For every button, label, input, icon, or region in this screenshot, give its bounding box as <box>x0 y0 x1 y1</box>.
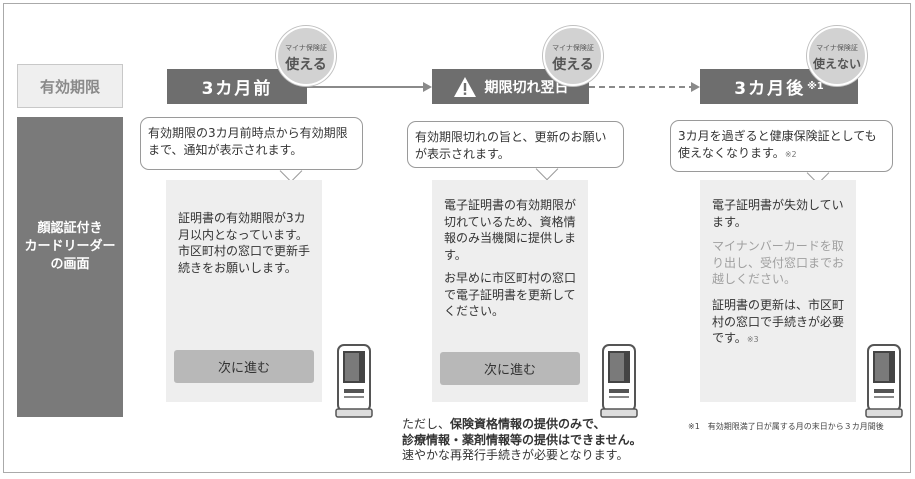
warning-triangle-icon <box>453 76 476 97</box>
screen-message-3c: 証明書の更新は、市区町村の窓口で手続きが必要です。※3 <box>712 298 845 345</box>
reader-screen-2: 電子証明書の有効期限が切れているため、資格情報のみ当機関に提供します。 お早めに… <box>432 180 588 402</box>
card-reader-device-icon <box>335 344 373 418</box>
card-reader-device-icon <box>600 344 638 418</box>
badge-usable-1: マイナ保険証 使える <box>276 26 336 86</box>
speech-bubble-2: 有効期限切れの旨と、更新のお願いが表示されます。 <box>407 121 624 168</box>
speech-bubble-3: 3カ月を過ぎると健康保険証としても使えなくなります。※2 <box>670 120 893 172</box>
badge-not-usable: マイナ保険証 使えない <box>807 26 867 86</box>
screen-message-3a: 電子証明書が失効しています。 <box>712 198 844 229</box>
bottom-note: ただし、保険資格情報の提供のみで、 診療情報・薬剤情報等の提供はできません。 速… <box>402 417 642 462</box>
row-label-validity: 有効期限 <box>17 64 123 108</box>
badge-usable-2: マイナ保険証 使える <box>543 26 603 86</box>
footnote: ※1 有効期限満了日が属する月の末日から３カ月間後 <box>688 422 884 431</box>
speech-bubble-1: 有効期限の3カ月前時点から有効期限まで、通知が表示されます。 <box>140 117 363 170</box>
screen-message-2b: お早めに市区町村の窓口で電子証明書を更新してください。 <box>444 271 577 318</box>
row-label-line-3: の画面 <box>50 257 90 272</box>
row-label-line-1: 顔認証付き <box>37 221 103 236</box>
screen-message-3b: マイナンバーカードを取り出し、受付窓口までお越しください。 <box>712 239 845 286</box>
card-reader-device-icon <box>865 344 903 418</box>
arrow-right-icon <box>307 82 432 92</box>
header-note: ※1 <box>807 81 824 92</box>
next-button-2[interactable]: 次に進む <box>440 352 580 385</box>
dashed-arrow-right-icon <box>589 82 700 92</box>
screen-message-2a: 電子証明書の有効期限が切れているため、資格情報のみ当機関に提供します。 <box>444 198 577 262</box>
reader-screen-1: 証明書の有効期限が3カ月以内となっています。市区町村の窓口で更新手続きをお願いし… <box>166 180 322 402</box>
row-label-reader-screen: 顔認証付き カードリーダー の画面 <box>17 117 123 417</box>
reader-screen-3: 電子証明書が失効しています。 マイナンバーカードを取り出し、受付窓口までお越しく… <box>700 180 856 402</box>
next-button-1[interactable]: 次に進む <box>174 350 314 383</box>
diagram-frame: 有効期限 顔認証付き カードリーダー の画面 3カ月前 期限切れ翌日 3カ月後※… <box>3 3 911 473</box>
screen-message-1: 証明書の有効期限が3カ月以内となっています。市区町村の窓口で更新手続きをお願いし… <box>178 211 311 275</box>
row-label-line-2: カードリーダー <box>24 239 116 254</box>
